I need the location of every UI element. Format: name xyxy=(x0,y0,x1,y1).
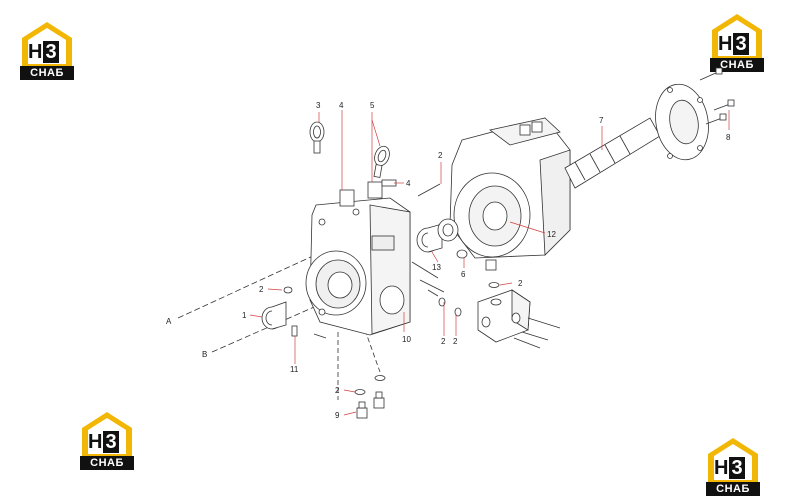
bolts-housing-right xyxy=(411,261,445,297)
plug-top-valve xyxy=(485,259,497,271)
callout-a: A xyxy=(166,317,172,326)
callout-2-block: 2 xyxy=(453,337,458,346)
callout-4-top: 4 xyxy=(339,101,344,110)
callout-b: B xyxy=(202,350,207,359)
callout-7: 7 xyxy=(599,116,604,125)
axis-line-a xyxy=(177,254,316,319)
plug-bottom-right xyxy=(373,391,385,409)
valve-block xyxy=(477,289,531,343)
logo-caption: СНАБ xyxy=(706,482,760,496)
bolt-screw-left xyxy=(313,333,327,339)
callout-2-bottom: 2 xyxy=(335,386,340,395)
logo-caption: СНАБ xyxy=(710,58,764,72)
washer-2-mid xyxy=(438,297,446,307)
washer-2-bottom xyxy=(354,389,366,395)
callout-4-right: 4 xyxy=(406,179,411,188)
callout-12: 12 xyxy=(547,230,556,239)
leader-lines xyxy=(249,110,730,416)
axis-line-diagonal xyxy=(364,329,381,373)
flange-bolts-8 xyxy=(699,67,735,125)
washer-2-valve xyxy=(488,282,500,288)
callout-labels: 3 4 5 4 2 7 8 12 13 6 2 2 A 1 B 11 10 2 … xyxy=(166,101,731,420)
callout-10: 10 xyxy=(402,335,411,344)
callout-8: 8 xyxy=(726,133,731,142)
bushing-1 xyxy=(261,301,287,330)
callout-9: 9 xyxy=(335,411,340,420)
callout-2-upper: 2 xyxy=(438,151,443,160)
eye-bolt-3 xyxy=(309,121,325,154)
callout-13: 13 xyxy=(432,263,441,272)
drive-shaft-7 xyxy=(564,117,661,189)
callout-2-bolt: 2 xyxy=(441,337,446,346)
pin-2a xyxy=(283,286,293,294)
callout-11: 11 xyxy=(290,365,299,374)
callout-6: 6 xyxy=(461,270,466,279)
washer-2-left-valve xyxy=(454,307,462,317)
dowel-11 xyxy=(291,325,298,337)
mounting-flange xyxy=(655,83,709,161)
plug-9 xyxy=(356,401,368,419)
ring-6 xyxy=(456,249,468,259)
logo-caption: СНАБ xyxy=(80,456,134,470)
callout-1: 1 xyxy=(242,311,247,320)
pump-body xyxy=(449,117,571,259)
bushing-12 xyxy=(437,218,459,242)
ring-bottom xyxy=(374,375,386,381)
pin-2-upper xyxy=(417,183,441,197)
callout-3: 3 xyxy=(316,101,321,110)
eye-bolt-5 xyxy=(373,145,390,178)
callout-2-valve: 2 xyxy=(518,279,523,288)
callout-5: 5 xyxy=(370,101,375,110)
callout-2-left: 2 xyxy=(259,285,264,294)
logo-caption: СНАБ xyxy=(20,66,74,80)
pin-4-right xyxy=(381,179,397,187)
front-cover-housing xyxy=(305,181,411,336)
valve-bolts xyxy=(513,317,561,349)
